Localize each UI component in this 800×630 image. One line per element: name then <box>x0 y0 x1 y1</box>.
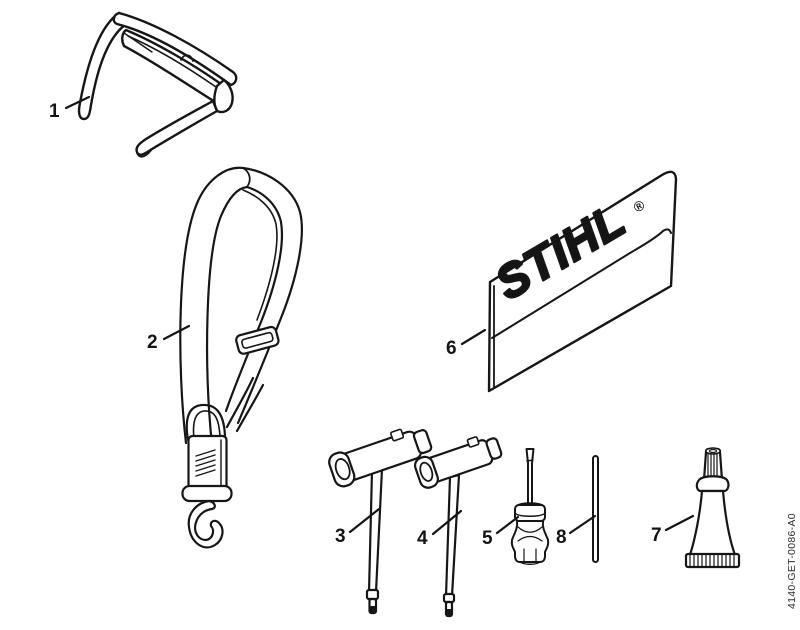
callout-4: 4 <box>417 528 428 549</box>
callout-5: 5 <box>482 528 493 549</box>
leader-line-3 <box>348 507 381 534</box>
diagram-part-number: 4140-GET-0086-A0 <box>786 513 798 609</box>
carrying-strap-drawing <box>179 166 303 549</box>
callout-1: 1 <box>49 101 60 122</box>
callout-7: 7 <box>651 525 662 546</box>
callout-leader-lines <box>64 95 695 536</box>
stihl-pouch-drawing: STIHL ® <box>485 170 678 393</box>
leader-line-7 <box>664 514 695 532</box>
t-wrench-small-drawing <box>413 436 503 618</box>
leader-line-4 <box>431 509 463 536</box>
t-wrench-large-drawing <box>328 428 433 615</box>
leader-line-8 <box>568 514 597 535</box>
grease-tube-drawing <box>684 447 741 569</box>
screwdriver-drawing <box>510 448 550 565</box>
cleaning-rod-drawing <box>592 455 599 563</box>
safety-glasses-drawing <box>77 11 238 158</box>
leader-line-5 <box>495 515 520 535</box>
callout-2: 2 <box>147 332 158 353</box>
leader-line-6 <box>460 328 487 346</box>
leader-line-1 <box>64 95 91 110</box>
leader-line-2 <box>162 324 191 341</box>
callout-6: 6 <box>446 338 457 359</box>
callout-8: 8 <box>556 527 567 548</box>
callout-3: 3 <box>335 526 346 547</box>
